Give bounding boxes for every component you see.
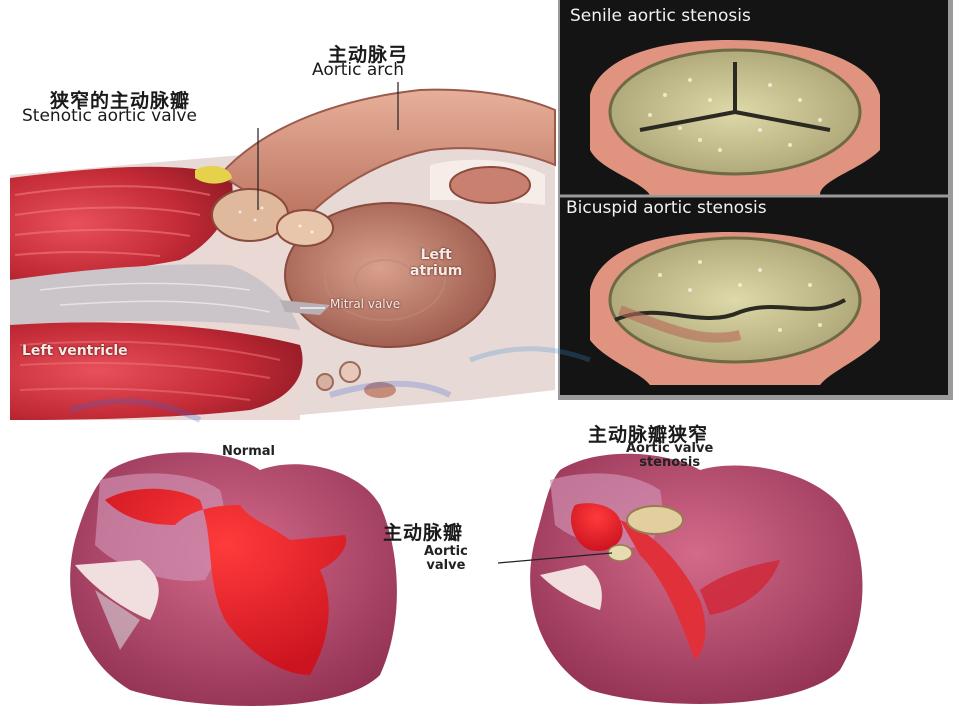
stenotic-valve-label-zh: 狭窄的主动脉瓣 <box>50 90 191 112</box>
stenosis-label-en-line2: stenosis <box>639 455 701 470</box>
stenosis-label-en-line1: Aortic valve <box>626 441 714 456</box>
aortic-arch-label-en: Aortic arch <box>312 60 405 80</box>
aortic-valve-label-zh: 主动脉瓣 <box>383 522 464 544</box>
watermark <box>69 346 591 423</box>
aortic-valve-label-en-line2: valve <box>426 558 466 573</box>
normal-label: Normal <box>222 444 275 459</box>
aortic-valve-label-en-line1: Aortic <box>424 544 468 559</box>
stenosis-heart-illustration <box>497 453 863 704</box>
senile-valve-illustration <box>590 40 880 195</box>
left-atrium-label: Left atrium <box>410 247 462 279</box>
inset-panel <box>558 0 953 400</box>
stenosis-label-zh: 主动脉瓣狭窄 <box>588 424 709 446</box>
senile-stenosis-title: Senile aortic stenosis <box>570 6 751 26</box>
mitral-valve-label: Mitral valve <box>330 297 401 311</box>
stenosis-label-en: Aortic valve stenosis <box>626 442 713 470</box>
aortic-valve-label-en: Aortic valve <box>424 545 468 573</box>
aortic-arch-label-zh: 主动脉弓 <box>328 44 409 66</box>
left-ventricle-label: Left ventricle <box>22 343 128 359</box>
bicuspid-stenosis-title: Bicuspid aortic stenosis <box>566 198 767 218</box>
bicuspid-valve-illustration <box>590 232 880 385</box>
stenotic-valve-label-en: Stenotic aortic valve <box>22 106 197 126</box>
left-atrium-label-line1: Left <box>420 247 452 263</box>
normal-heart-illustration <box>70 452 397 706</box>
heart-cross-section <box>10 82 556 420</box>
left-atrium-label-line2: atrium <box>410 263 463 279</box>
